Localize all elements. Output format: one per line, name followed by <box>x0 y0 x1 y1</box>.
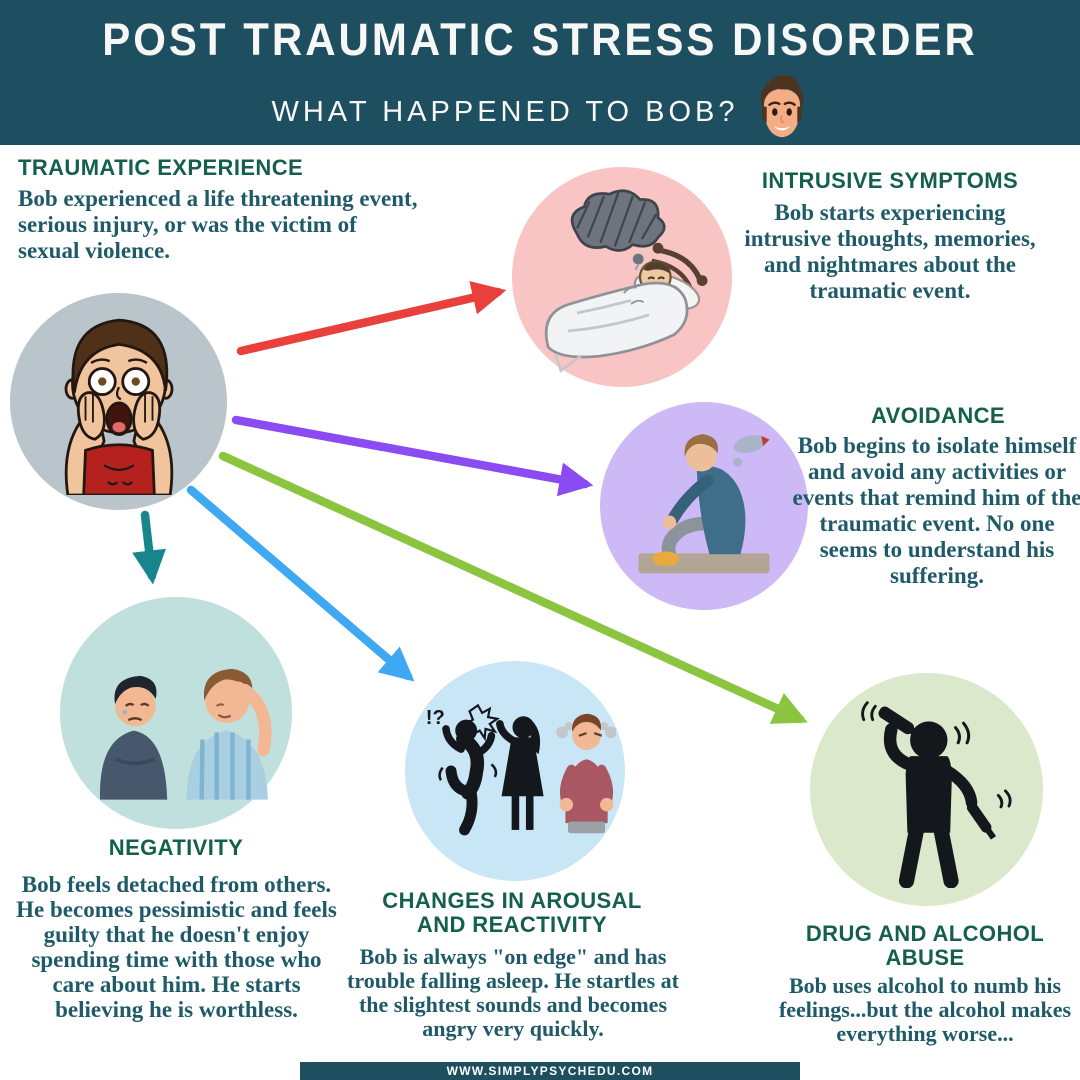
negativity-heading: NEGATIVITY <box>108 835 244 860</box>
two-sad-men-illustration <box>99 668 272 800</box>
arousal-reactivity-body: Bob is always "on edge" and has trouble … <box>347 944 679 1041</box>
startled-and-angry-figures-illustration: !? <box>426 703 616 836</box>
arousal-reactivity-circle: !? <box>405 661 625 881</box>
drug-alcohol-heading: DRUG AND ALCOHOL ABUSE <box>805 921 1045 970</box>
traumatic-experience-body: Bob experienced a life threatening event… <box>18 186 418 263</box>
traumatic-experience-circle <box>10 293 227 510</box>
drinking-man-silhouette-illustration <box>860 700 1012 888</box>
drug-alcohol-body: Bob uses alcohol to numb his feelings...… <box>778 973 1072 1046</box>
isolated-sitting-man-illustration <box>638 434 770 574</box>
intrusive-symptoms-heading: INTRUSIVE SYMPTOMS <box>761 168 1019 193</box>
page-subtitle: WHAT HAPPENED TO BOB? <box>271 95 739 128</box>
shocked-man-illustration <box>64 318 173 495</box>
page-title: POST TRAUMATIC STRESS DISORDER <box>102 14 978 65</box>
drug-alcohol-circle <box>810 673 1043 906</box>
svg-text:!?: !? <box>426 707 445 729</box>
negativity-body: Bob feels detached from others. He becom… <box>16 872 337 1022</box>
bob-face-icon <box>760 75 803 138</box>
avoidance-circle <box>600 402 808 610</box>
nightmare-in-bed-illustration <box>544 189 708 373</box>
arrow-to-avoidance <box>231 415 594 497</box>
avoidance-heading: AVOIDANCE <box>871 403 1005 428</box>
header-banner: POST TRAUMATIC STRESS DISORDER WHAT HAPP… <box>0 0 1080 145</box>
website-url: WWW.SIMPLYPSYCHEDU.COM <box>446 1064 654 1078</box>
arousal-reactivity-heading: CHANGES IN AROUSAL AND REACTIVITY <box>382 888 642 937</box>
negativity-circle <box>60 597 292 829</box>
arrow-to-negativity <box>132 510 166 585</box>
avoidance-body: Bob begins to isolate himself and avoid … <box>792 433 1080 588</box>
intrusive-symptoms-body: Bob starts experiencing intrusive though… <box>744 200 1036 303</box>
arrow-to-intrusive <box>236 281 507 356</box>
subtitle-row: WHAT HAPPENED TO BOB? <box>0 72 1080 152</box>
intrusive-symptoms-circle <box>512 167 732 387</box>
footer-bar: WWW.SIMPLYPSYCHEDU.COM <box>300 1062 800 1080</box>
traumatic-experience-heading: TRAUMATIC EXPERIENCE <box>18 155 304 180</box>
